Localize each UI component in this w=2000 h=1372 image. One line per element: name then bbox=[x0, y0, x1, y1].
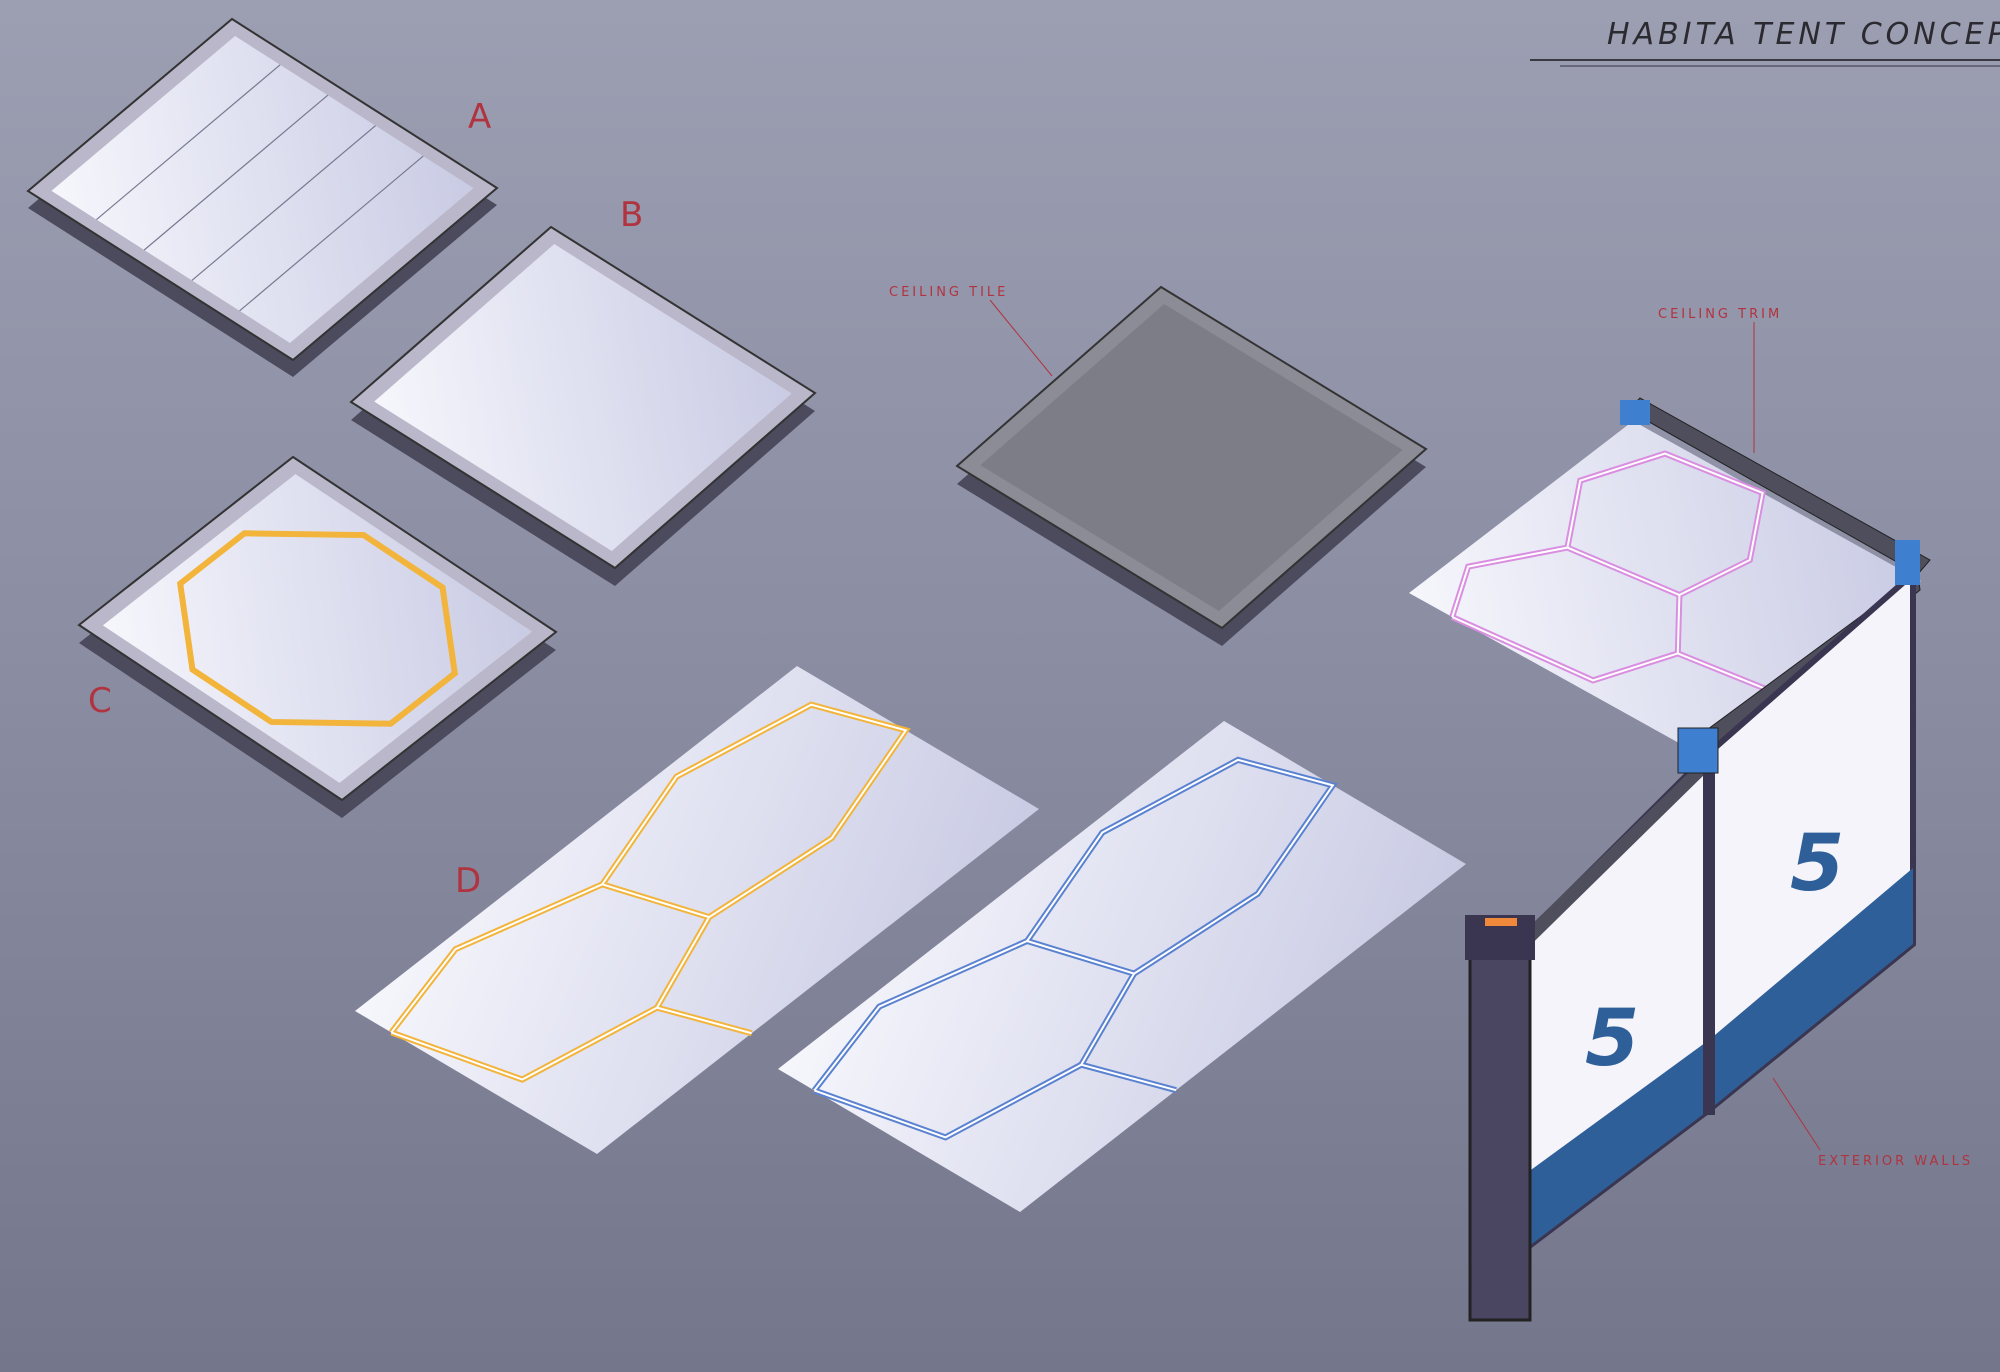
label-b: B bbox=[620, 195, 643, 235]
annotation-ceiling-trim: CEILING TRIM bbox=[1658, 307, 1782, 322]
tile-c bbox=[79, 457, 556, 818]
leader-line-exterior-walls bbox=[1772, 1077, 1821, 1151]
exterior-wall-assembly: 5 5 bbox=[1409, 398, 1930, 1320]
label-a: A bbox=[468, 97, 491, 137]
wall-numeral-right: 5 bbox=[1790, 819, 1844, 909]
pillar-cap-light bbox=[1485, 918, 1517, 926]
corner-pillar bbox=[1468, 918, 1532, 1322]
label-d: D bbox=[455, 861, 481, 901]
annotation-exterior-walls: EXTERIOR WALLS bbox=[1818, 1154, 1973, 1169]
panel-blue bbox=[778, 721, 1466, 1212]
leader-line-ceiling-tile bbox=[989, 299, 1053, 377]
corner-connector-3 bbox=[1895, 540, 1920, 585]
sheet-title: HABITA TENT CONCEPT bbox=[1607, 17, 2000, 52]
tile-b bbox=[351, 227, 815, 586]
tile-a bbox=[28, 19, 497, 377]
panel-d-yellow bbox=[355, 666, 1039, 1154]
top-rail bbox=[1500, 753, 1709, 975]
corner-connector bbox=[1677, 727, 1719, 774]
wall-numeral-left: 5 bbox=[1585, 994, 1639, 1084]
corner-connector-2 bbox=[1620, 400, 1650, 425]
ceiling-tile bbox=[957, 287, 1426, 646]
annotation-ceiling-tile: CEILING TILE bbox=[889, 285, 1008, 300]
wall-stripe-right bbox=[1709, 868, 1913, 1110]
center-post bbox=[1703, 755, 1715, 1115]
label-c: C bbox=[88, 681, 112, 721]
wall-stripe-left bbox=[1524, 1040, 1709, 1250]
